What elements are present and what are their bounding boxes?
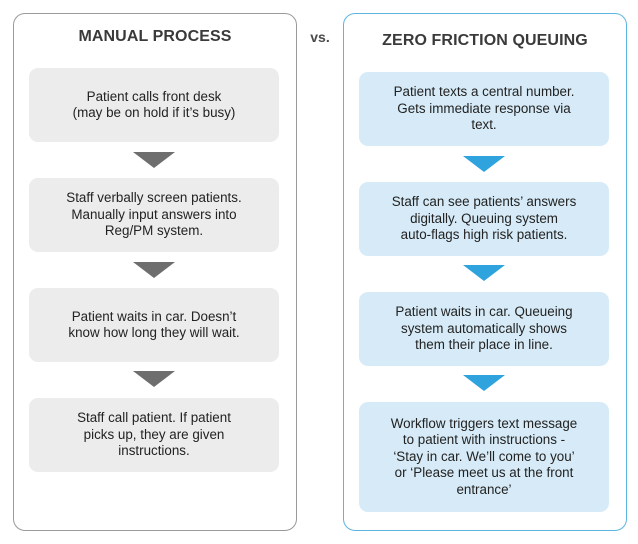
zfq-step-4-text: Workflow triggers text message to patien… [390, 415, 578, 497]
manual-arrow-3 [133, 371, 175, 387]
zfq-arrow-1 [463, 156, 505, 172]
zfq-step-1: Patient texts a central number. Gets imm… [359, 72, 609, 146]
manual-step-1: Patient calls front desk (may be on hold… [29, 68, 279, 142]
manual-arrow-2 [133, 262, 175, 278]
zfq-step-3-text: Patient waits in car. Queueing system au… [395, 304, 573, 353]
zfq-step-4: Workflow triggers text message to patien… [359, 402, 609, 512]
vs-label: vs. [310, 29, 330, 45]
manual-step-3-text: Patient waits in car. Doesn’t know how l… [68, 308, 240, 341]
zfq-arrow-2 [463, 265, 505, 281]
zfq-step-2: Staff can see patients’ answers digitall… [359, 182, 609, 256]
manual-step-4-text: Staff call patient. If patient picks up,… [77, 410, 231, 459]
zfq-step-2-text: Staff can see patients’ answers digitall… [391, 194, 577, 243]
manual-step-2: Staff verbally screen patients. Manually… [29, 178, 279, 252]
zfq-step-3: Patient waits in car. Queueing system au… [359, 292, 609, 366]
manual-step-1-text: Patient calls front desk (may be on hold… [72, 88, 236, 121]
manual-step-4: Staff call patient. If patient picks up,… [29, 398, 279, 472]
manual-process-title: MANUAL PROCESS [78, 28, 232, 45]
manual-step-3: Patient waits in car. Doesn’t know how l… [29, 288, 279, 362]
zfq-step-1-text: Patient texts a central number. Gets imm… [393, 84, 575, 133]
zfq-arrow-3 [463, 375, 505, 391]
manual-step-2-text: Staff verbally screen patients. Manually… [66, 190, 242, 239]
manual-arrow-1 [133, 152, 175, 168]
zero-friction-queuing-title: ZERO FRICTION QUEUING [382, 32, 588, 49]
